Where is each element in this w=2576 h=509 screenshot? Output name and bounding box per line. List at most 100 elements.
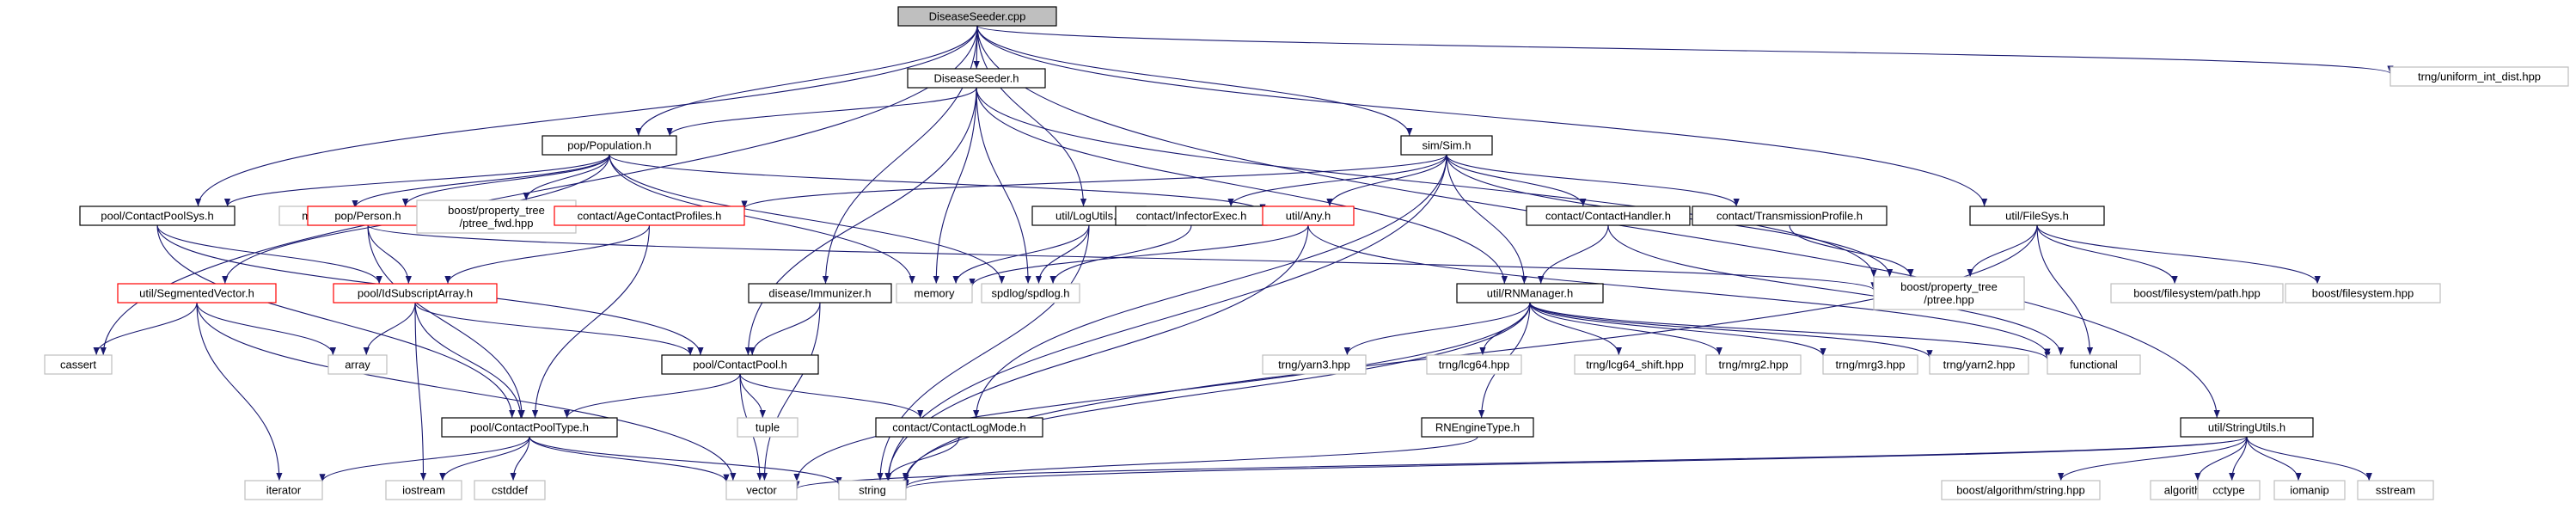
edge-contactlogmode-to-string bbox=[884, 436, 960, 481]
node-contactpooltype[interactable]: pool/ContactPoolType.h bbox=[441, 417, 618, 438]
node-box bbox=[737, 417, 798, 438]
edge-population-to-contactpoolsys bbox=[224, 154, 610, 207]
node-box bbox=[2197, 480, 2261, 500]
node-infectorexec[interactable]: contact/InfectorExec.h bbox=[1115, 205, 1268, 226]
node-box bbox=[1705, 354, 1802, 375]
edge-any-to-memory bbox=[969, 224, 1309, 287]
node-box bbox=[1262, 205, 1355, 226]
node-label: trng/mrg3.hpp bbox=[1836, 359, 1906, 371]
node-box bbox=[1929, 354, 2029, 375]
edge-stringutils-to-algorithm bbox=[2194, 436, 2248, 481]
edge-population-to-spdlog bbox=[609, 154, 1006, 285]
edge-root-to-filesys bbox=[976, 25, 1988, 207]
edge-root-to-contactpoolsys bbox=[194, 25, 978, 207]
node-immunizer[interactable]: disease/Immunizer.h bbox=[748, 283, 892, 304]
node-mrg3: trng/mrg3.hpp bbox=[1822, 354, 1918, 375]
node-label: cassert bbox=[60, 359, 96, 371]
node-iomanip: iomanip bbox=[2273, 480, 2346, 500]
edge-population-to-mutex bbox=[352, 154, 610, 208]
edge-filesys-to-ptree bbox=[1967, 224, 2038, 278]
edge-logutils-to-spdlog bbox=[1035, 224, 1090, 285]
node-label: functional bbox=[2070, 359, 2118, 371]
edge-immunizer-to-contactpool bbox=[749, 302, 821, 356]
edge-stringutils-to-sstream bbox=[2246, 436, 2372, 481]
node-label: trng/yarn2.hpp bbox=[1943, 359, 2016, 371]
node-label: cctype bbox=[2212, 484, 2245, 497]
node-rnenginetype[interactable]: RNEngineType.h bbox=[1421, 417, 1534, 438]
node-box bbox=[907, 68, 1046, 89]
edge-ds_h-to-ptree bbox=[976, 87, 1877, 278]
node-idsubscript[interactable]: pool/IdSubscriptArray.h bbox=[333, 283, 498, 304]
edge-ds_h-to-rnmanager bbox=[976, 87, 1508, 285]
node-label: DiseaseSeeder.h bbox=[933, 72, 1019, 85]
edge-filesys-to-filesystem bbox=[2036, 224, 2321, 285]
node-agecontact[interactable]: contact/AgeContactProfiles.h bbox=[554, 205, 745, 226]
node-box bbox=[554, 205, 745, 226]
node-box bbox=[79, 205, 236, 226]
node-root[interactable]: DiseaseSeeder.cpp bbox=[897, 6, 1057, 27]
edge-contactpooltype-to-cstddef bbox=[510, 436, 530, 481]
node-label: iomanip bbox=[2290, 484, 2329, 497]
edge-stringutils-to-iomanip bbox=[2246, 436, 2302, 481]
node-segvector[interactable]: util/SegmentedVector.h bbox=[117, 283, 277, 304]
node-contactpoolsys[interactable]: pool/ContactPoolSys.h bbox=[79, 205, 236, 226]
edge-idsubscript-to-array bbox=[363, 302, 416, 356]
node-label: boost/property_tree bbox=[448, 204, 545, 217]
node-population[interactable]: pop/Population.h bbox=[542, 135, 677, 156]
node-label: pop/Population.h bbox=[567, 139, 652, 152]
node-iterator: iterator bbox=[244, 480, 323, 500]
edge-stringutils-to-algo_string bbox=[2058, 436, 2248, 481]
node-box bbox=[2180, 417, 2314, 438]
node-label: memory bbox=[915, 287, 955, 300]
node-label: util/RNManager.h bbox=[1487, 287, 1573, 300]
node-cctype: cctype bbox=[2197, 480, 2261, 500]
node-label: vector bbox=[746, 484, 777, 497]
edge-rnmanager-to-functional bbox=[1529, 302, 2051, 360]
node-box bbox=[385, 480, 462, 500]
node-label: sim/Sim.h bbox=[1422, 139, 1471, 152]
node-box bbox=[661, 354, 819, 375]
edge-sim-to-infectorexec bbox=[1227, 154, 1447, 207]
edge-contacthandler-to-rnmanager bbox=[1538, 224, 1609, 285]
node-person[interactable]: pop/Person.h bbox=[307, 205, 429, 226]
edge-contactpool-to-tuple bbox=[739, 373, 766, 419]
node-cstddef: cstddef bbox=[474, 480, 546, 500]
edge-sim-to-rnmanager bbox=[1446, 154, 1527, 285]
node-label: boost/algorithm/string.hpp bbox=[1956, 484, 2085, 497]
node-algo_string: boost/algorithm/string.hpp bbox=[1941, 480, 2101, 500]
node-vector: vector bbox=[725, 480, 798, 500]
node-box bbox=[333, 283, 498, 304]
edge-idsubscript-to-contactpooltype bbox=[414, 302, 524, 419]
node-any[interactable]: util/Any.h bbox=[1262, 205, 1355, 226]
node-contactlogmode[interactable]: contact/ContactLogMode.h bbox=[875, 417, 1043, 438]
node-filesys[interactable]: util/FileSys.h bbox=[1969, 205, 2105, 226]
node-box bbox=[2047, 354, 2141, 375]
node-mrg2: trng/mrg2.hpp bbox=[1705, 354, 1802, 375]
node-box bbox=[474, 480, 546, 500]
node-sim[interactable]: sim/Sim.h bbox=[1400, 135, 1493, 156]
edge-contacthandler-to-functional bbox=[1607, 224, 2065, 356]
node-box bbox=[1426, 354, 1522, 375]
node-transmission[interactable]: contact/TransmissionProfile.h bbox=[1692, 205, 1888, 226]
node-box bbox=[2389, 66, 2569, 87]
node-contactpool[interactable]: pool/ContactPool.h bbox=[661, 354, 819, 375]
node-contacthandler[interactable]: contact/ContactHandler.h bbox=[1526, 205, 1691, 226]
node-box bbox=[897, 6, 1057, 27]
node-label: trng/mrg2.hpp bbox=[1719, 359, 1789, 371]
edges-layer bbox=[93, 25, 2394, 489]
node-rnmanager[interactable]: util/RNManager.h bbox=[1456, 283, 1604, 304]
node-stringutils[interactable]: util/StringUtils.h bbox=[2180, 417, 2314, 438]
node-ds_h[interactable]: DiseaseSeeder.h bbox=[907, 68, 1046, 89]
node-label: util/StringUtils.h bbox=[2208, 421, 2285, 434]
node-box bbox=[542, 135, 677, 156]
edge-root-to-trng_uid bbox=[976, 25, 2394, 74]
node-box bbox=[838, 480, 907, 500]
node-label: trng/yarn3.hpp bbox=[1278, 359, 1350, 371]
node-label: disease/Immunizer.h bbox=[768, 287, 871, 300]
node-iostream: iostream bbox=[385, 480, 462, 500]
edge-contactpoolsys-to-contactpooltype bbox=[156, 224, 516, 419]
node-box bbox=[1526, 205, 1691, 226]
node-box bbox=[1262, 354, 1367, 375]
edge-rnmanager-to-yarn2 bbox=[1529, 302, 1933, 359]
node-label: trng/lcg64.hpp bbox=[1439, 359, 1509, 371]
